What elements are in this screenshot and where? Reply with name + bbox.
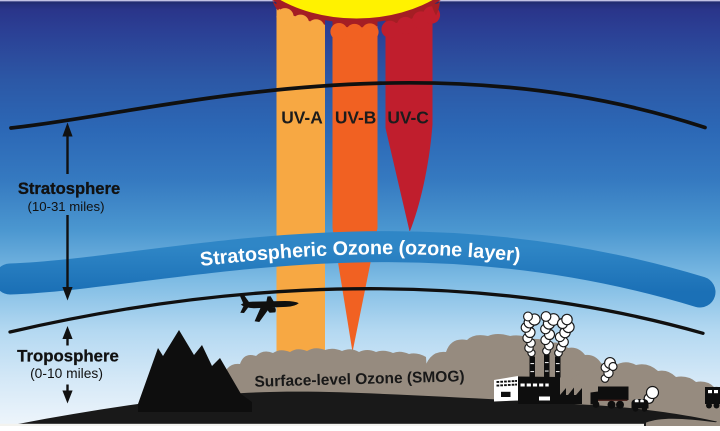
svg-text:UV-A: UV-A (281, 107, 323, 127)
svg-text:UV-C: UV-C (387, 107, 429, 127)
svg-text:(0-10 miles): (0-10 miles) (30, 366, 103, 381)
svg-text:Surface-level Ozone (SMOG): Surface-level Ozone (SMOG) (254, 368, 465, 390)
svg-text:Stratosphere: Stratosphere (18, 179, 120, 198)
svg-text:(10-31 miles): (10-31 miles) (28, 199, 105, 214)
svg-text:UV-B: UV-B (335, 107, 377, 127)
svg-text:Troposphere: Troposphere (17, 346, 119, 365)
